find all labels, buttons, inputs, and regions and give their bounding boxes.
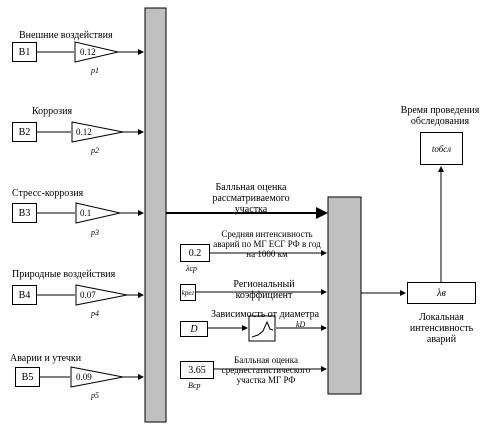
product-mux-bus: [327, 196, 362, 395]
param-label-1: p1: [91, 66, 99, 75]
local-intensity-block[interactable]: λв: [407, 282, 476, 304]
diameter-coef-symbol: kD: [296, 320, 306, 329]
input-mux-bus: [144, 7, 167, 423]
gain-value-2: 0.12: [76, 127, 92, 137]
source-block-3[interactable]: B3: [12, 203, 37, 223]
diameter-dependence-label: Зависимость от диаметра: [211, 309, 320, 320]
source-block-4[interactable]: B4: [12, 285, 37, 305]
inspection-time-label: Время проведения обследования: [400, 105, 480, 127]
avg-intensity-constant[interactable]: 0.2: [180, 244, 210, 262]
regional-coef-label: Региональный коэффициент: [233, 279, 295, 301]
gain-value-3: 0.1: [80, 208, 92, 218]
param-label-2: p2: [91, 146, 99, 155]
param-label-5: p5: [91, 391, 99, 400]
diameter-lookup-block: [248, 315, 276, 342]
avg-intensity-label: Средняя интенсивность аварий по МГ ЕСГ Р…: [213, 229, 321, 259]
input-label-5: Аварии и утечки: [10, 353, 82, 364]
inspection-time-display[interactable]: tобсл: [420, 132, 463, 165]
input-label-3: Стресс-коррозия: [12, 188, 84, 199]
gain-block-2: [71, 121, 124, 143]
avg-score-symbol: Bср: [188, 381, 201, 390]
gain-value-4: 0.07: [80, 290, 96, 300]
source-block-2[interactable]: B2: [12, 122, 37, 142]
local-intensity-label: Локальная интенсивность аварий: [409, 312, 474, 345]
bus-output-label: Балльная оценка рассматриваемого участка: [212, 182, 290, 215]
source-block-5[interactable]: B5: [15, 367, 40, 387]
gain-value-5: 0.09: [76, 372, 92, 382]
gain-block-1: [74, 41, 119, 63]
gain-block-3: [75, 202, 121, 224]
input-label-4: Природные воздействия: [12, 269, 116, 280]
gain-block-5: [70, 366, 124, 388]
param-label-3: p3: [91, 228, 99, 237]
input-label-1: Внешние воздействия: [19, 30, 113, 41]
param-label-4: p4: [91, 309, 99, 318]
input-label-2: Коррозия: [32, 106, 73, 117]
avg-score-constant[interactable]: 3.65: [180, 361, 214, 379]
source-block-1[interactable]: B1: [12, 42, 37, 62]
regional-coef-block[interactable]: kрег: [180, 284, 196, 301]
avg-intensity-symbol: λср: [186, 264, 198, 273]
diameter-input-block[interactable]: D: [180, 321, 208, 337]
gain-block-4: [75, 284, 128, 306]
avg-score-label: Балльная оценка среднестатистического уч…: [221, 355, 311, 385]
gain-value-1: 0.12: [80, 47, 96, 57]
